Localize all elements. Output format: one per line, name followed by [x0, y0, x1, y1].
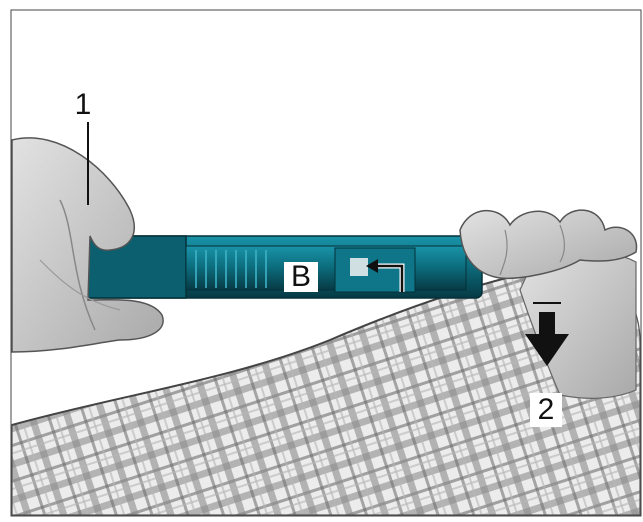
label-window-b: B [284, 262, 318, 292]
left-hand [11, 137, 164, 353]
label-pointer-1: 1 [74, 88, 92, 121]
label-step-2: 2 [530, 393, 562, 427]
pen-injector [81, 235, 483, 299]
window-arrow-icon [366, 259, 378, 273]
down-arrow-icon [525, 302, 569, 366]
pen-window-indicator [350, 258, 368, 276]
frame-border [10, 9, 642, 517]
pen-grip-ridges [195, 250, 267, 288]
right-fingers [459, 209, 638, 280]
